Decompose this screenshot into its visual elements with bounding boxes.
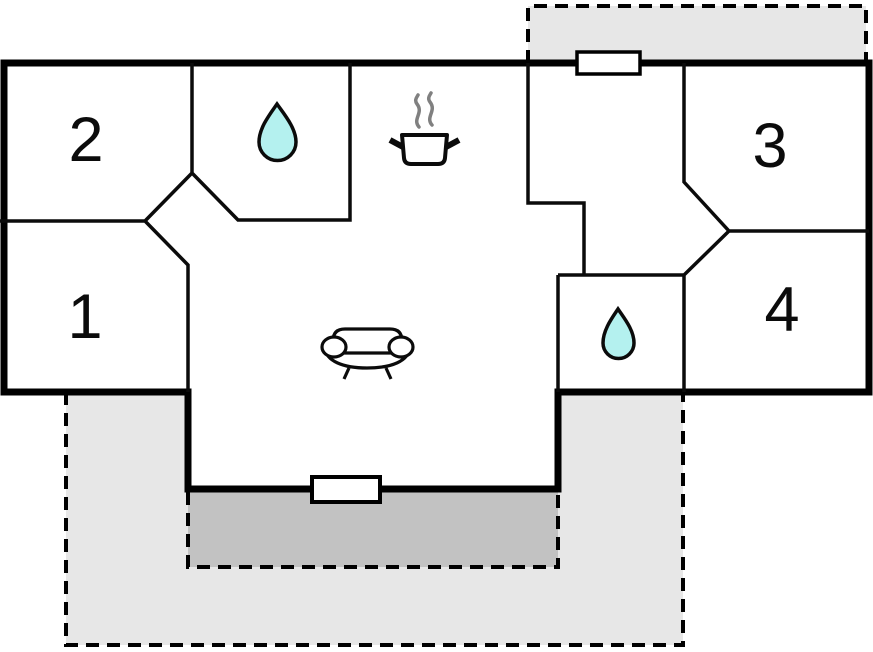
door-marker-top [575,50,642,76]
water-drop-icon-top-bathroom [257,100,298,163]
covered-patio-dashed-border [186,492,560,569]
pot-body [400,133,449,166]
water-drop-icon-bottom-bathroom [601,305,636,361]
sofa-armrest-left [320,335,348,359]
sofa-armrest-right [387,335,415,359]
sofa-legs [342,367,393,380]
door-marker-bottom [310,475,382,504]
terrace-bottom-dashed-border [64,392,685,647]
covered-patio-area [188,492,558,567]
interior-walls [0,63,869,392]
room-label-2: 2 [68,105,103,175]
terrace-top-area [526,4,868,63]
steam-left [413,93,422,129]
cooking-pot-icon [388,91,461,166]
sofa-icon [320,327,415,380]
pot-handle-right [444,137,461,150]
room-label-3: 3 [752,111,787,181]
pot-handle-left [388,137,405,150]
terrace-bottom [64,392,685,647]
steam-right [426,91,435,127]
room-label-1: 1 [67,282,102,352]
building-outline [0,59,873,493]
terrace-top [526,4,868,63]
room-label-4: 4 [764,275,799,345]
